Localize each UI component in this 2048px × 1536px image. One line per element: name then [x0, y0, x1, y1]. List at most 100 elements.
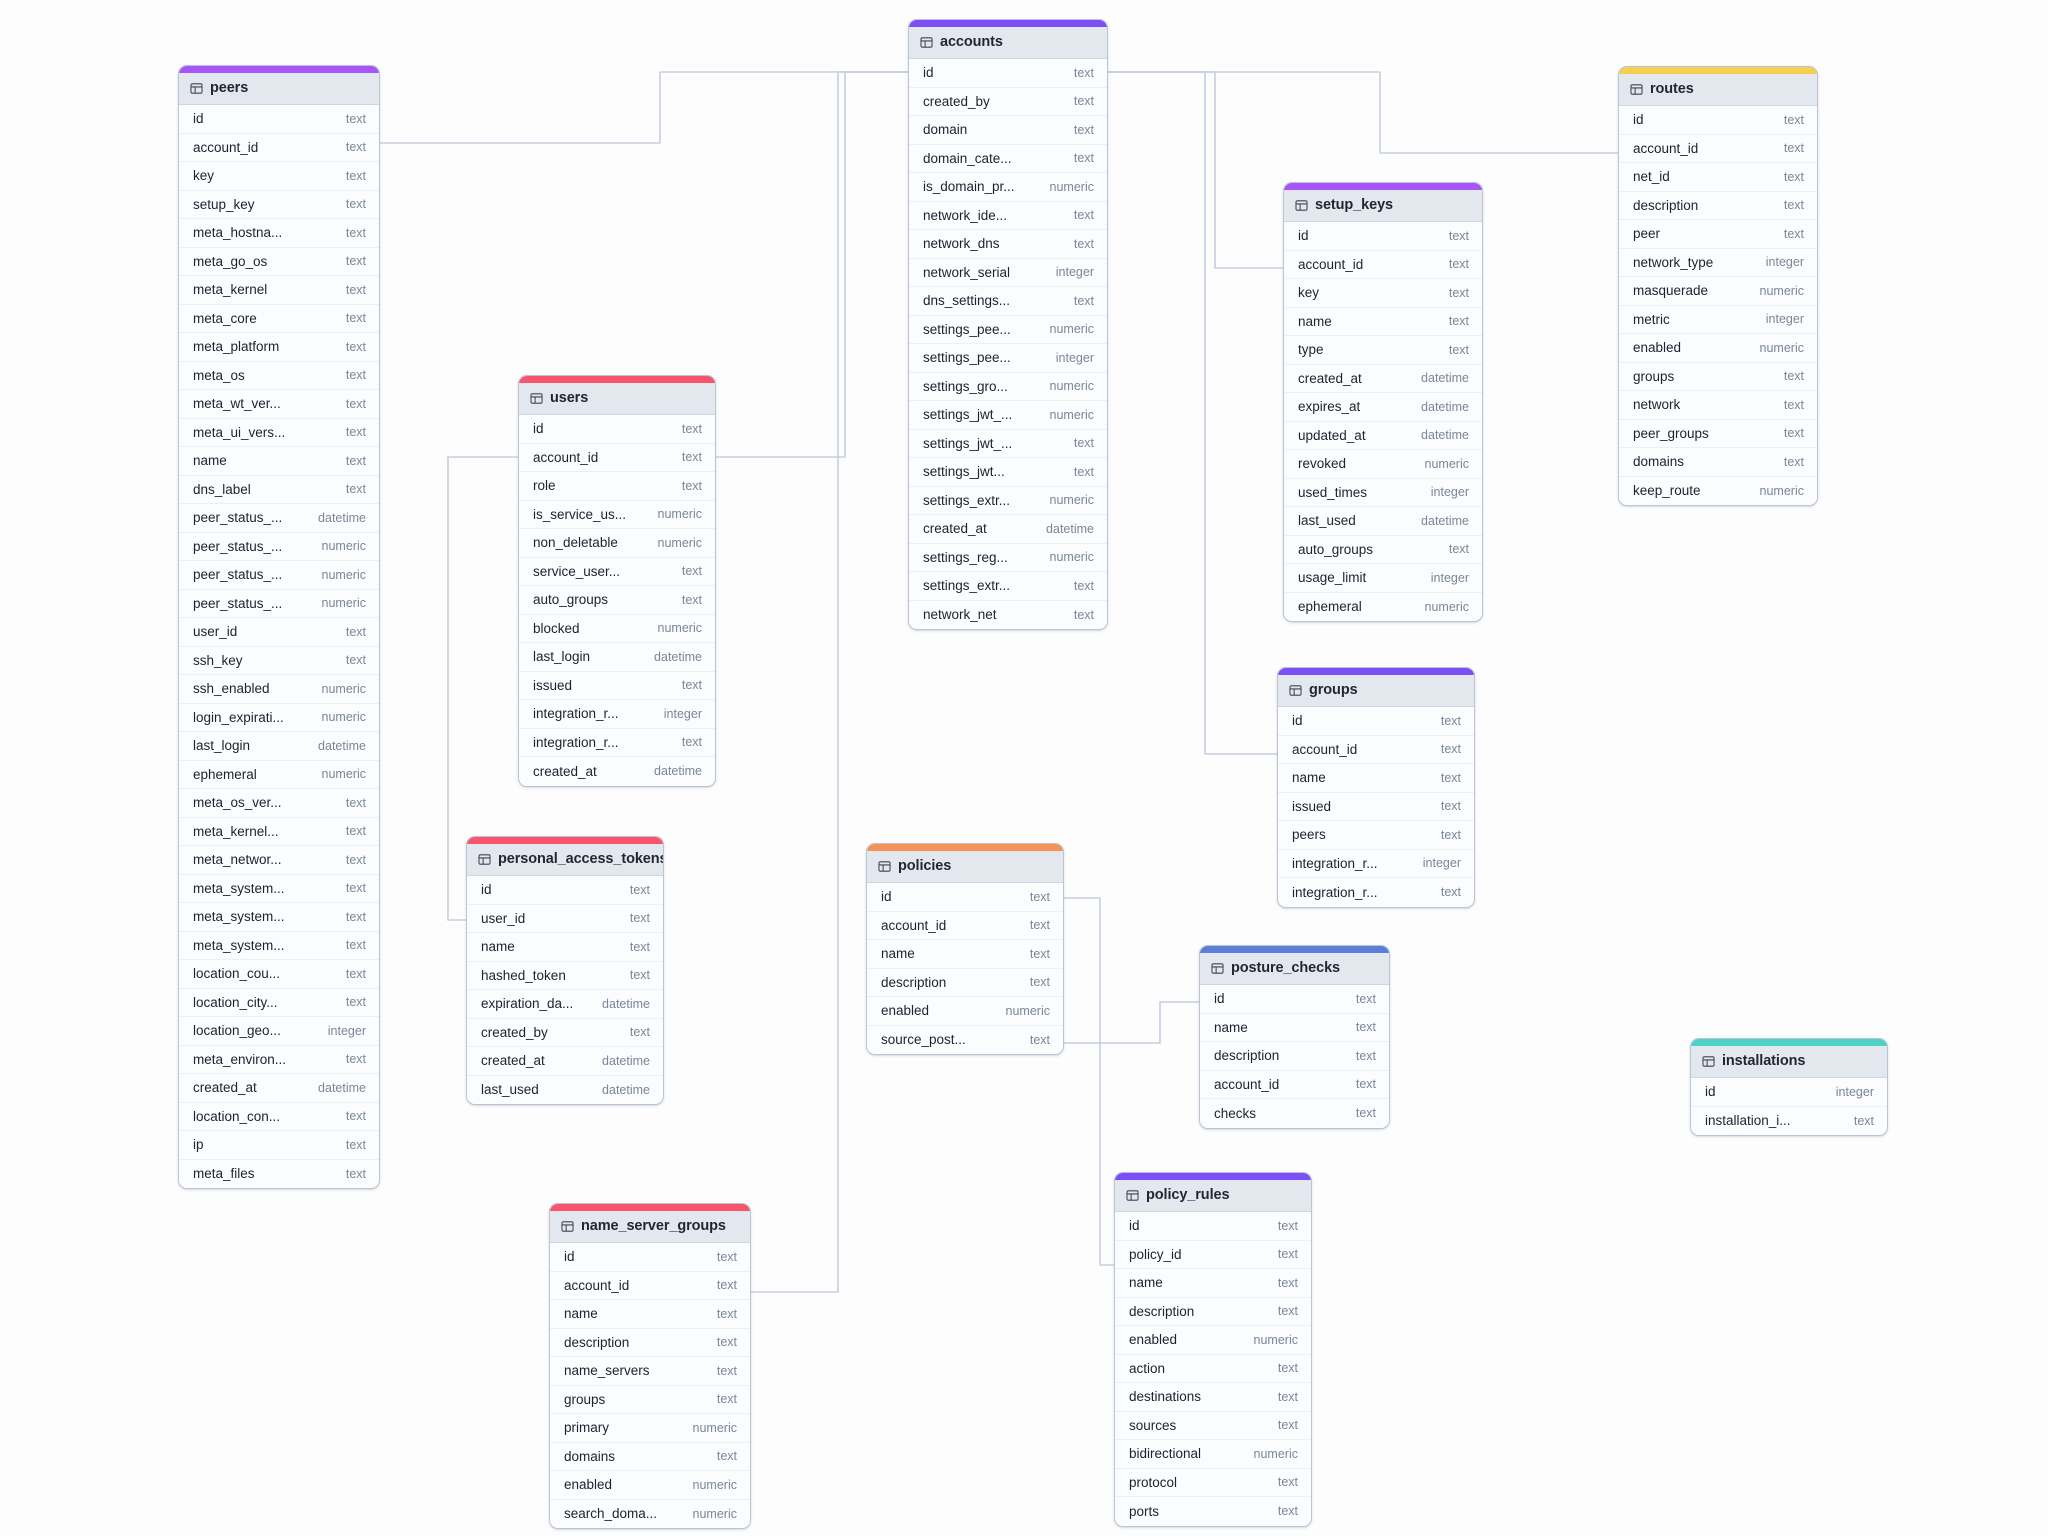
- table-row[interactable]: settings_jwt_...numeric: [909, 401, 1107, 430]
- table-row[interactable]: peer_status_...numeric: [179, 561, 379, 590]
- table-row[interactable]: integration_r...integer: [519, 700, 715, 729]
- table-row[interactable]: settings_pee...numeric: [909, 315, 1107, 344]
- table-row[interactable]: settings_extr...text: [909, 572, 1107, 601]
- table-row[interactable]: settings_jwt...text: [909, 458, 1107, 487]
- table-row[interactable]: integration_r...text: [1278, 878, 1474, 907]
- table-row[interactable]: source_post...text: [867, 1025, 1063, 1054]
- table-row[interactable]: is_domain_pr...numeric: [909, 173, 1107, 202]
- table-header[interactable]: peers: [179, 73, 379, 105]
- table-header[interactable]: posture_checks: [1200, 953, 1389, 985]
- table-header[interactable]: installations: [1691, 1046, 1887, 1078]
- table-row[interactable]: location_con...text: [179, 1102, 379, 1131]
- table-row[interactable]: is_service_us...numeric: [519, 500, 715, 529]
- table-row[interactable]: meta_environ...text: [179, 1045, 379, 1074]
- table-row[interactable]: peer_status_...numeric: [179, 589, 379, 618]
- table-row[interactable]: meta_ui_vers...text: [179, 418, 379, 447]
- table-row[interactable]: network_ide...text: [909, 201, 1107, 230]
- table-row[interactable]: location_cou...text: [179, 960, 379, 989]
- table-row[interactable]: location_geo...integer: [179, 1017, 379, 1046]
- table-header[interactable]: groups: [1278, 675, 1474, 707]
- table-row[interactable]: settings_jwt_...text: [909, 429, 1107, 458]
- table-row[interactable]: integration_r...text: [519, 728, 715, 757]
- table-row[interactable]: meta_hostna...text: [179, 219, 379, 248]
- table-row[interactable]: dns_settings...text: [909, 287, 1107, 316]
- table-row[interactable]: settings_reg...numeric: [909, 543, 1107, 572]
- table-row[interactable]: settings_pee...integer: [909, 344, 1107, 373]
- table-header[interactable]: accounts: [909, 27, 1107, 59]
- table-row[interactable]: settings_gro...numeric: [909, 372, 1107, 401]
- table-row[interactable]: installation_i...text: [1691, 1106, 1887, 1135]
- table-header[interactable]: name_server_groups: [550, 1211, 750, 1243]
- table-row[interactable]: meta_networ...text: [179, 846, 379, 875]
